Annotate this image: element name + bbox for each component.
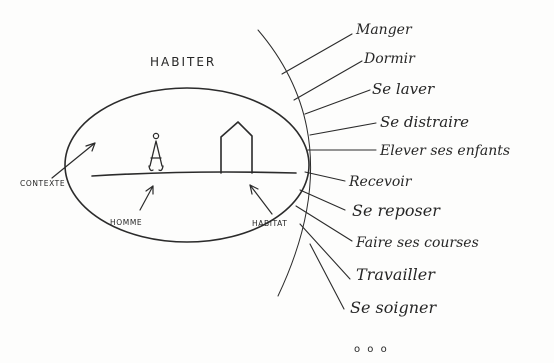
house-icon [221,122,252,173]
contexte-label: CONTEXTE [20,179,65,188]
habitat-arrow [250,185,272,214]
boundary-arc [258,30,311,296]
homme-arrow [140,186,153,210]
human-head [153,133,158,138]
activity-faire-courses: Faire ses courses [355,235,479,251]
ground-line [92,172,296,176]
arrow-se-laver [305,90,370,114]
activity-recevoir: Recevoir [348,174,413,190]
activity-elever-enfants: Elever ses enfants [379,143,510,159]
human-body [149,141,163,171]
homme-label: HOMME [110,218,142,227]
arrow-recevoir [305,172,345,181]
activity-se-laver: Se laver [372,80,435,98]
activity-dormir: Dormir [363,51,416,67]
activity-travailler: Travailler [356,265,436,284]
activity-se-distraire: Se distraire [380,113,469,131]
arrow-travailler [300,224,350,279]
arrow-dormir [294,61,362,100]
activity-list: Manger Dormir Se laver Se distraire Elev… [348,22,510,317]
contexte-arrow [52,143,95,178]
habitat-label: HABITAT [252,219,287,228]
activity-manger: Manger [355,22,413,38]
diagram-title: HABITER [150,55,216,69]
arrow-se-distraire [310,123,376,135]
human-figure [149,133,163,170]
arrow-manger [282,34,352,74]
activity-se-reposer: Se reposer [352,201,441,220]
activity-se-soigner: Se soigner [350,298,437,317]
continuation-dots: o o o [354,344,389,355]
